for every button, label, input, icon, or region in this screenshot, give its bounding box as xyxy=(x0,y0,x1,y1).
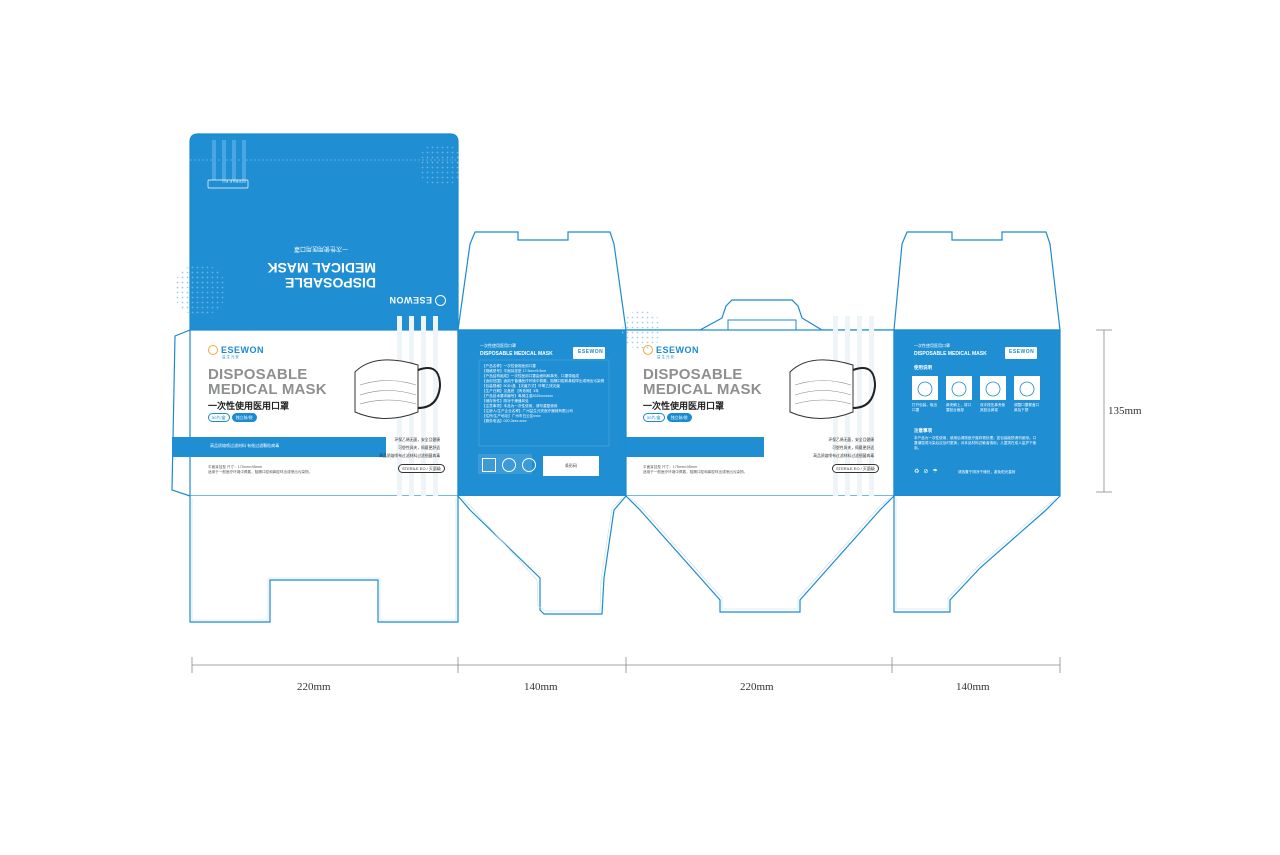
brand-sub-1: 益 生 元 安 xyxy=(222,355,239,359)
cert-icon xyxy=(502,458,516,472)
info-line: 【储存条件】阴凉干燥通风处 xyxy=(482,399,529,403)
dimension-label-1: 220mm xyxy=(297,681,331,693)
brand-logo-4: ESEWON xyxy=(1009,349,1035,355)
dimension-label-2: 140mm xyxy=(524,681,558,693)
info-line: 【注册人/生产企业名称】广州益生元安医疗器械有限公司 xyxy=(482,409,573,413)
cert-icon xyxy=(522,458,536,472)
sterile-badge-3: STERILE EO / 灭菌级 xyxy=(832,464,879,473)
mask-illustration-3 xyxy=(789,359,877,419)
side-top-flap-2 xyxy=(457,231,627,331)
lid-title-cn: 一次性使用医用口罩 xyxy=(293,245,348,251)
count-badge: 50片/盒 xyxy=(643,413,665,422)
no-reuse-icon: ⊘ xyxy=(923,469,929,475)
count-badge: 50片/盒 xyxy=(208,413,230,422)
dimension-label-4: 140mm xyxy=(956,681,990,693)
bottom-flap-2 xyxy=(457,495,627,615)
brand-icon xyxy=(435,295,446,306)
count-badges-3: 50片/盒 独立装/袋 xyxy=(643,413,692,422)
sterile-badge-1: STERILE EO / 灭菌级 xyxy=(398,464,445,473)
side-header-en-4: DISPOSABLE MEDICAL MASK xyxy=(914,351,987,357)
count-badges-1: 50片/盒 独立装/袋 xyxy=(208,413,257,422)
usage-steps: 打开包装，取出口罩 鼻夹朝上，将口罩贴合面部 双手按压鼻夹使其贴合鼻梁 调整口罩… xyxy=(912,403,1040,413)
count-badge-2: 独立装/袋 xyxy=(666,413,692,422)
recycle-icons: ♻ ⊘ ☂ xyxy=(914,468,938,475)
feature-list-3: 环保乙烯无菌，安全且健康 可塑性鼻夹，佩戴更舒适 高品质熔喷布过滤材料过滤细菌病… xyxy=(813,438,874,458)
count-badge-2: 独立装/袋 xyxy=(231,413,257,422)
info-line: 【规格型号】平面耳挂型 17.5cm×9.5cm xyxy=(482,369,547,373)
info-line: 【服务电话】020-3xxx-xxxx xyxy=(482,419,527,423)
info-line: 【住所/生产地址】广州市白云区xxxx xyxy=(482,414,541,418)
keep-dry-icon: ☂ xyxy=(932,469,938,475)
brand-logo-2: ESEWON xyxy=(578,349,604,355)
brand-logo-3: ESEWON xyxy=(643,345,699,355)
product-title-cn-3: 一次性使用医用口罩 xyxy=(643,401,725,411)
barcode-label: 条形码 xyxy=(565,463,577,468)
info-line: 【适用范围】适用于普通医疗环境中佩戴，阻隔口腔和鼻腔呼出或喷出污染物 xyxy=(482,379,605,383)
feature-list-1: 环保乙烯无菌，安全且健康 可塑性鼻夹，佩戴更舒适 高品质熔喷布过滤材料过滤细菌病… xyxy=(379,438,440,458)
usage-step: 鼻夹朝上，将口罩贴合面部 xyxy=(946,403,972,412)
brand-icon xyxy=(208,345,218,355)
spec-text-1: 平面耳挂型 尺寸：175mm×95mm 适用于一般医疗环境中佩戴，阻隔口腔和鼻腔… xyxy=(208,465,313,474)
lid-brand-logo: ESEWON xyxy=(389,295,446,306)
side-top-flap-4 xyxy=(893,231,1061,331)
bottom-flap-3 xyxy=(625,495,895,613)
product-title-3: DISPOSABLE MEDICAL MASK xyxy=(643,366,762,398)
mask-illustration-1 xyxy=(354,359,442,419)
top-tuck-tab-3 xyxy=(626,299,894,331)
lid-content: ESEWON DISPOSABLE MEDICAL MASK 一次性使用医用口罩… xyxy=(190,134,458,330)
banner-text-1: 高品质熔喷过滤材料 有效过滤颗粒病毒 xyxy=(210,443,280,448)
dimension-lines xyxy=(191,329,1112,673)
product-title-cn-1: 一次性使用医用口罩 xyxy=(208,401,290,411)
caution-title: 注意事项 xyxy=(914,428,932,433)
caution-text: 本产品为一次性使用，使用后请按医疗废弃物处理；如包装破损请勿使用；口罩潮湿或污染… xyxy=(914,436,1037,450)
brand-sub-3: 益 生 元 安 xyxy=(657,355,674,359)
usage-step: 打开包装，取出口罩 xyxy=(912,403,938,412)
brand-logo-1: ESEWON xyxy=(208,345,264,355)
info-line: 【产品技术要求编号】粤械注准2020xxxxxxx xyxy=(482,394,553,398)
cert-icon xyxy=(482,458,496,472)
usage-step: 调整口罩覆盖口鼻及下颌 xyxy=(1014,403,1040,412)
bottom-flap-4 xyxy=(893,495,1061,613)
info-line: 【包装规格】50片/盒 【灭菌方式】环氧乙烷灭菌 xyxy=(482,384,560,388)
usage-title: 使用说明 xyxy=(914,365,932,370)
lid-sterile-label: STERILE EO xyxy=(222,179,246,184)
info-line: 【生产日期】见盒底 【有效期】3年 xyxy=(482,389,539,393)
footer-note: 请放置于阴凉干燥处，避免阳光直射 xyxy=(958,470,1016,474)
info-line: 【产品名称】一次性使用医用口罩 xyxy=(482,364,536,368)
side-header-en-2: DISPOSABLE MEDICAL MASK xyxy=(480,351,553,357)
info-line: 【产品结构组成】一次性医用口罩由面料和鼻夹、口罩带组成 xyxy=(482,374,580,378)
product-title-1: DISPOSABLE MEDICAL MASK xyxy=(208,366,327,398)
dimension-label-height: 135mm xyxy=(1108,405,1142,417)
side-header-cn-2: 一次性使用医用口罩 xyxy=(480,343,516,348)
spec-text-3: 平面耳挂型 尺寸：175mm×95mm 适用于一般医疗环境中佩戴，阻隔口腔和鼻腔… xyxy=(643,465,748,474)
brand-icon xyxy=(643,345,653,355)
cert-icons-2 xyxy=(482,458,536,472)
usage-step: 双手按压鼻夹使其贴合鼻梁 xyxy=(980,403,1006,412)
dimension-label-3: 220mm xyxy=(740,681,774,693)
barcode-box xyxy=(543,456,599,476)
glue-flap-left xyxy=(171,329,191,497)
top-lid-panel xyxy=(189,133,459,331)
recycle-icon: ♻ xyxy=(914,469,920,475)
info-list-2: 【产品名称】一次性使用医用口罩 【规格型号】平面耳挂型 17.5cm×9.5cm… xyxy=(482,364,606,424)
bottom-flap-1 xyxy=(189,496,459,623)
info-line: 【注意事项】本品为一次性使用，请勿重复使用 xyxy=(482,404,558,408)
lid-title: DISPOSABLE MEDICAL MASK xyxy=(267,260,376,291)
side-header-cn-4: 一次性使用医用口罩 xyxy=(914,343,950,348)
